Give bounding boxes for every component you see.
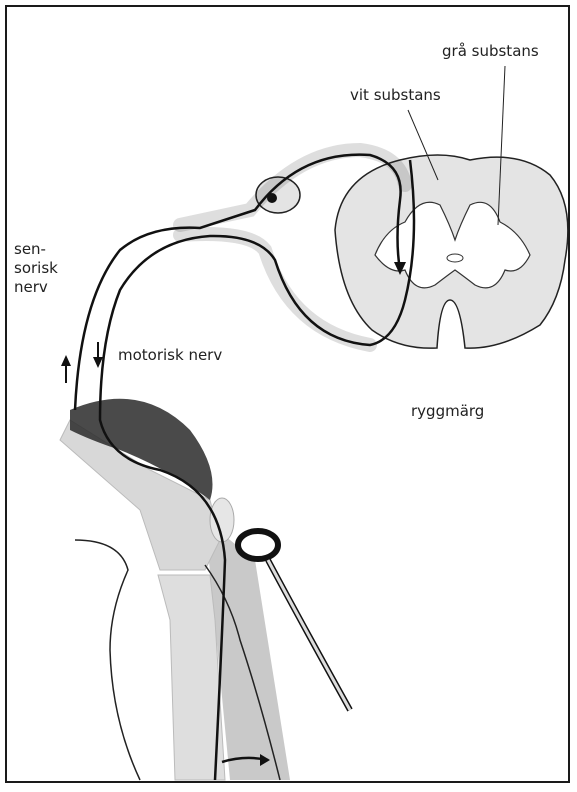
figure-frame	[6, 6, 569, 782]
central-canal	[447, 254, 463, 262]
reflex-hammer-head	[238, 531, 278, 559]
label-sensory-line2: sorisk	[14, 259, 58, 278]
label-spinal-cord: ryggmärg	[411, 402, 484, 421]
label-sensory-nerve: sen- sorisk nerv	[14, 240, 58, 297]
label-gray-matter: grå substans	[442, 42, 539, 61]
label-sensory-line1: sen-	[14, 240, 58, 259]
label-sensory-line3: nerv	[14, 278, 58, 297]
label-motor-nerve: motorisk nerv	[118, 346, 222, 365]
label-white-matter: vit substans	[350, 86, 441, 105]
